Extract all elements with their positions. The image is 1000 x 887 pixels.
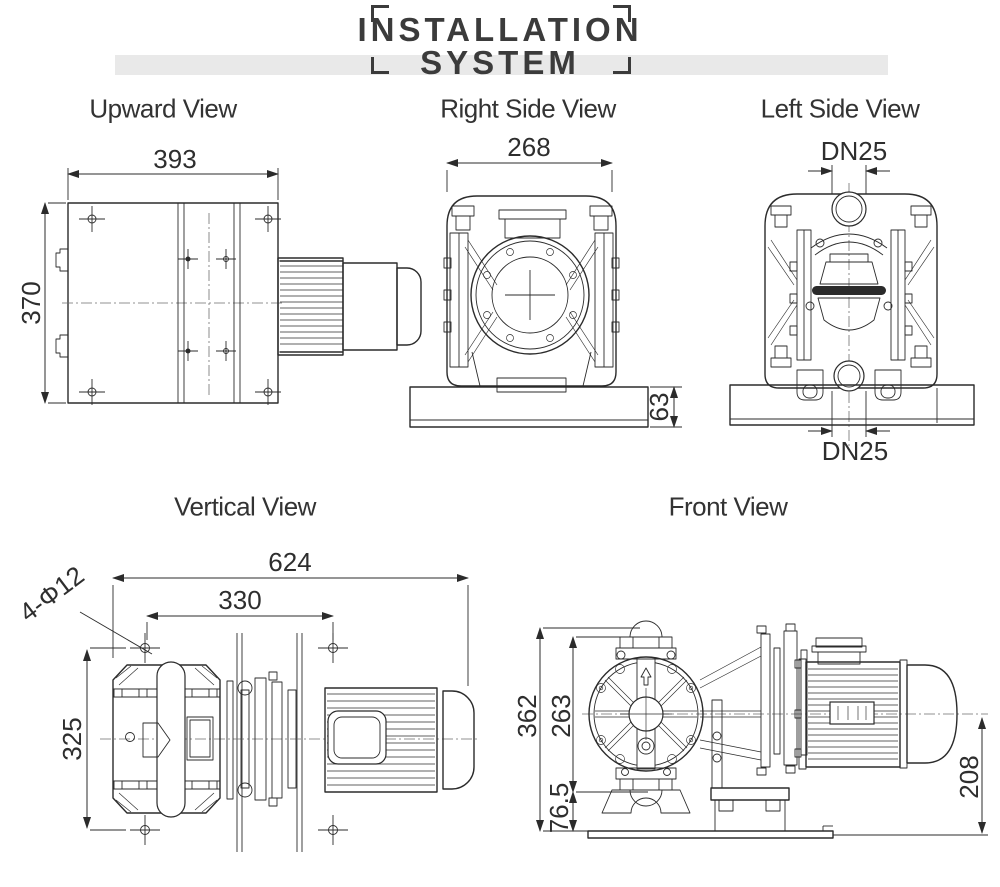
front-dim-foot-height: 76.5 bbox=[544, 783, 574, 834]
title-bracket-bottom-left-icon bbox=[371, 57, 389, 74]
front-bracket-flange bbox=[699, 623, 808, 831]
title-bracket-top-right-icon bbox=[613, 5, 631, 22]
front-ring-bolts bbox=[596, 664, 696, 764]
vertical-dim-width: 325 bbox=[57, 717, 87, 760]
vertical-dim-mounting-holes: 4-Φ12 bbox=[13, 560, 89, 628]
header-gray-band bbox=[115, 55, 888, 75]
upward-dim-width: 393 bbox=[153, 144, 196, 174]
vertical-view-title: Vertical View bbox=[174, 491, 316, 522]
motor-nameplate bbox=[829, 701, 875, 725]
right-side-view-drawing: 268 bbox=[409, 132, 682, 428]
upward-strip-hole-marks bbox=[178, 249, 236, 361]
vertical-dim-overall-length: 624 bbox=[268, 547, 311, 577]
left-side-dim-inlet: DN25 bbox=[821, 136, 887, 166]
vertical-motor bbox=[324, 687, 475, 793]
front-dim-shaft-center-height: 208 bbox=[954, 755, 984, 798]
vertical-view-drawing: 624 330 4-Φ12 325 bbox=[13, 547, 480, 852]
left-side-view-drawing: DN25 bbox=[729, 136, 975, 466]
right-side-view-title: Right Side View bbox=[440, 93, 616, 124]
left-side-view-title: Left Side View bbox=[760, 93, 920, 124]
right-side-dim-width: 268 bbox=[507, 132, 550, 162]
front-dim-inlet-center-height: 263 bbox=[546, 694, 576, 737]
front-view-drawing: 362 263 76.5 208 bbox=[512, 620, 988, 839]
upward-view-title: Upward View bbox=[89, 93, 237, 124]
upward-corner-hole-marks bbox=[79, 206, 281, 405]
right-side-dim-base-height: 63 bbox=[644, 393, 674, 422]
vertical-bolt-hole-marks bbox=[130, 633, 348, 845]
vertical-flange-stack bbox=[226, 671, 297, 807]
front-dim-overall-height: 362 bbox=[512, 694, 542, 737]
flow-direction-arrow-icon bbox=[640, 667, 652, 686]
title-bracket-bottom-right-icon bbox=[613, 57, 631, 74]
left-side-clamp-band bbox=[812, 286, 886, 295]
front-motor bbox=[794, 637, 958, 770]
upward-view-drawing: 393 370 bbox=[16, 144, 422, 405]
upward-dim-depth: 370 bbox=[16, 281, 46, 324]
front-view-title: Front View bbox=[668, 491, 788, 522]
title-bracket-top-left-icon bbox=[371, 5, 389, 22]
right-side-ring-bolts bbox=[483, 248, 577, 342]
front-pump-head bbox=[588, 620, 704, 814]
page-title-line2: SYSTEM bbox=[420, 44, 580, 81]
left-side-dim-outlet: DN25 bbox=[822, 436, 888, 466]
vertical-dim-hole-spacing: 330 bbox=[218, 585, 261, 615]
vertical-pump-head bbox=[112, 661, 221, 818]
upward-motor bbox=[277, 257, 422, 356]
page-title-line1: INSTALLATION bbox=[357, 11, 643, 48]
